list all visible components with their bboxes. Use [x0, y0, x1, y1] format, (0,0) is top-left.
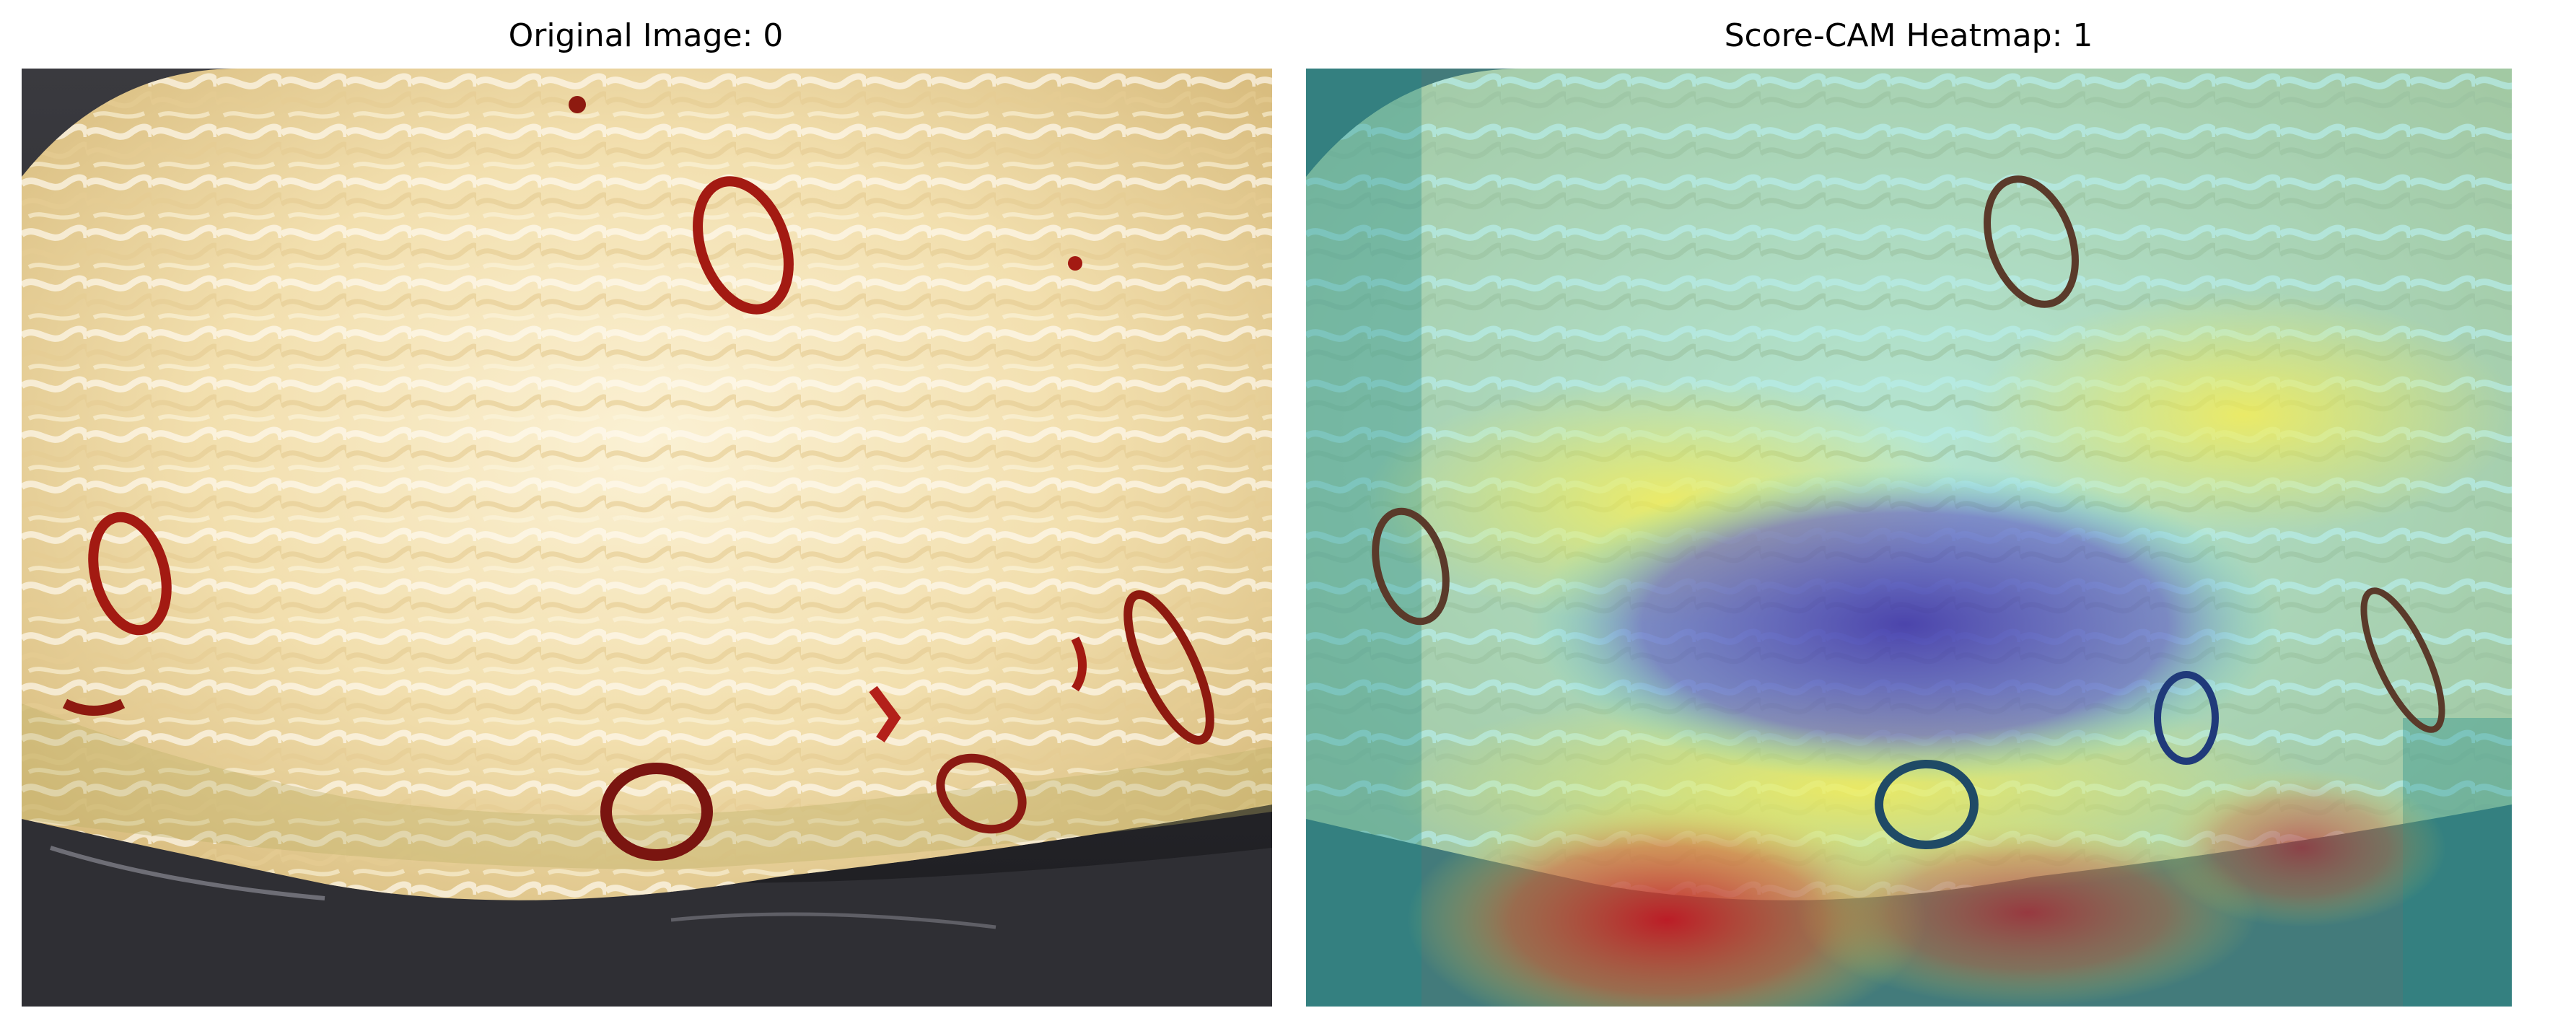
heatmap-overlay-photo — [1306, 69, 2512, 1007]
heatmap-title: Score-CAM Heatmap: 1 — [1724, 17, 2093, 54]
heatmap-panel — [1306, 69, 2512, 1007]
original-image-panel — [22, 69, 1272, 1007]
original-image-title: Original Image: 0 — [508, 17, 784, 54]
original-noodle-photo — [22, 69, 1272, 1007]
